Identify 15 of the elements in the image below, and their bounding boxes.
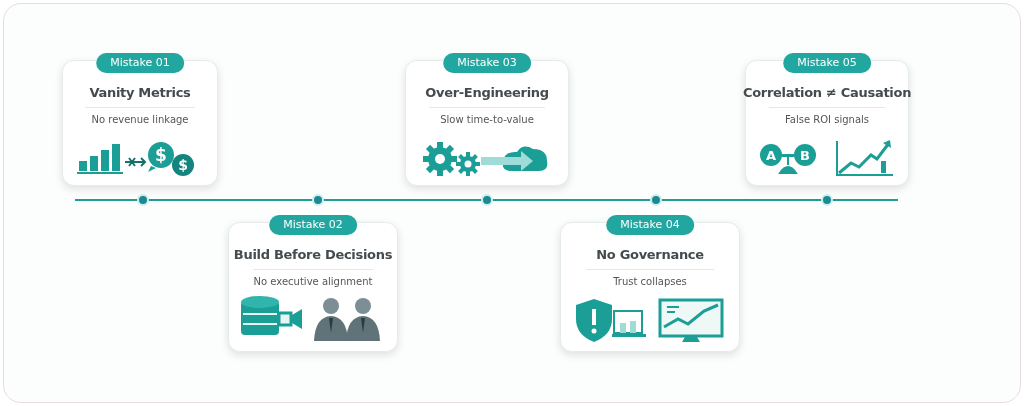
- mistake-badge: Mistake 02: [269, 215, 357, 235]
- mistake-badge: Mistake 03: [443, 53, 531, 73]
- mistake-badge: Mistake 04: [606, 215, 694, 235]
- card-title: Vanity Metrics: [89, 84, 191, 102]
- card-subtitle: Slow time-to-value: [440, 112, 534, 127]
- card-title: No Governance: [596, 246, 704, 264]
- card-title: Build Before Decisions: [233, 246, 393, 264]
- card-subtitle: Trust collapses: [613, 274, 687, 289]
- card-title: Over-Engineering: [425, 84, 549, 102]
- card-subtitle: No executive alignment: [253, 274, 373, 289]
- card-subtitle: False ROI signals: [785, 112, 869, 127]
- mistake-badge: Mistake 05: [783, 53, 871, 73]
- mistake-badge: Mistake 01: [96, 53, 184, 73]
- card-subtitle: No revenue linkage: [91, 112, 189, 127]
- card-title: Correlation ≠ Causation: [742, 84, 912, 102]
